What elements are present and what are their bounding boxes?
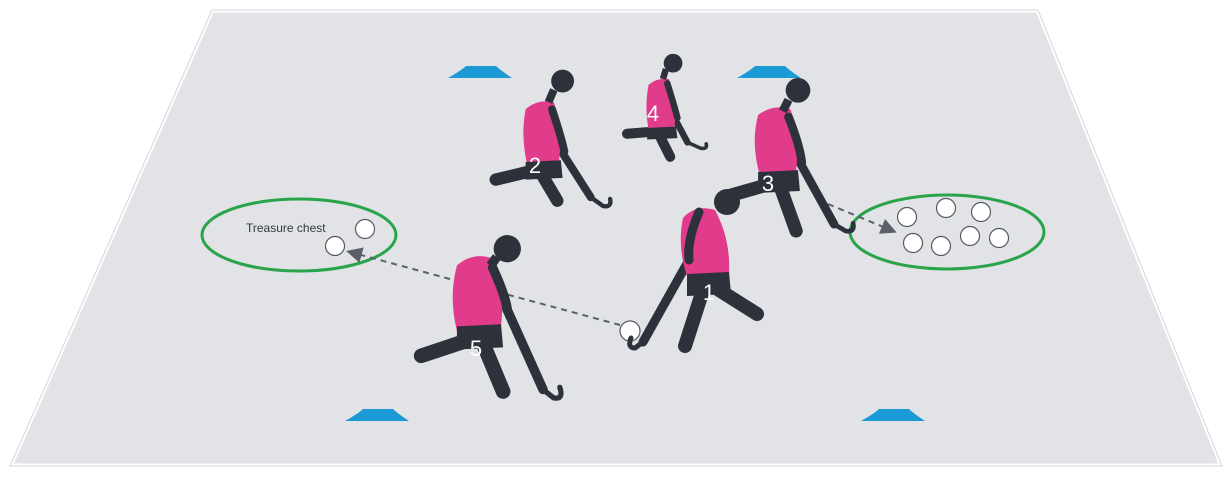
player-number-5: 5 bbox=[470, 336, 482, 361]
player-number-1: 1 bbox=[703, 280, 715, 305]
ball bbox=[904, 234, 923, 253]
ball bbox=[990, 229, 1009, 248]
pitch bbox=[10, 10, 1222, 466]
player-number-2: 2 bbox=[529, 153, 541, 178]
player-number-3: 3 bbox=[762, 171, 774, 196]
treasure-chest-label: Treasure chest bbox=[246, 221, 326, 235]
player-number-4: 4 bbox=[647, 101, 659, 126]
ball bbox=[972, 203, 991, 222]
ball bbox=[937, 199, 956, 218]
ball bbox=[898, 208, 917, 227]
ball bbox=[961, 227, 980, 246]
ball bbox=[326, 237, 345, 256]
ball bbox=[932, 237, 951, 256]
ball bbox=[356, 220, 375, 239]
